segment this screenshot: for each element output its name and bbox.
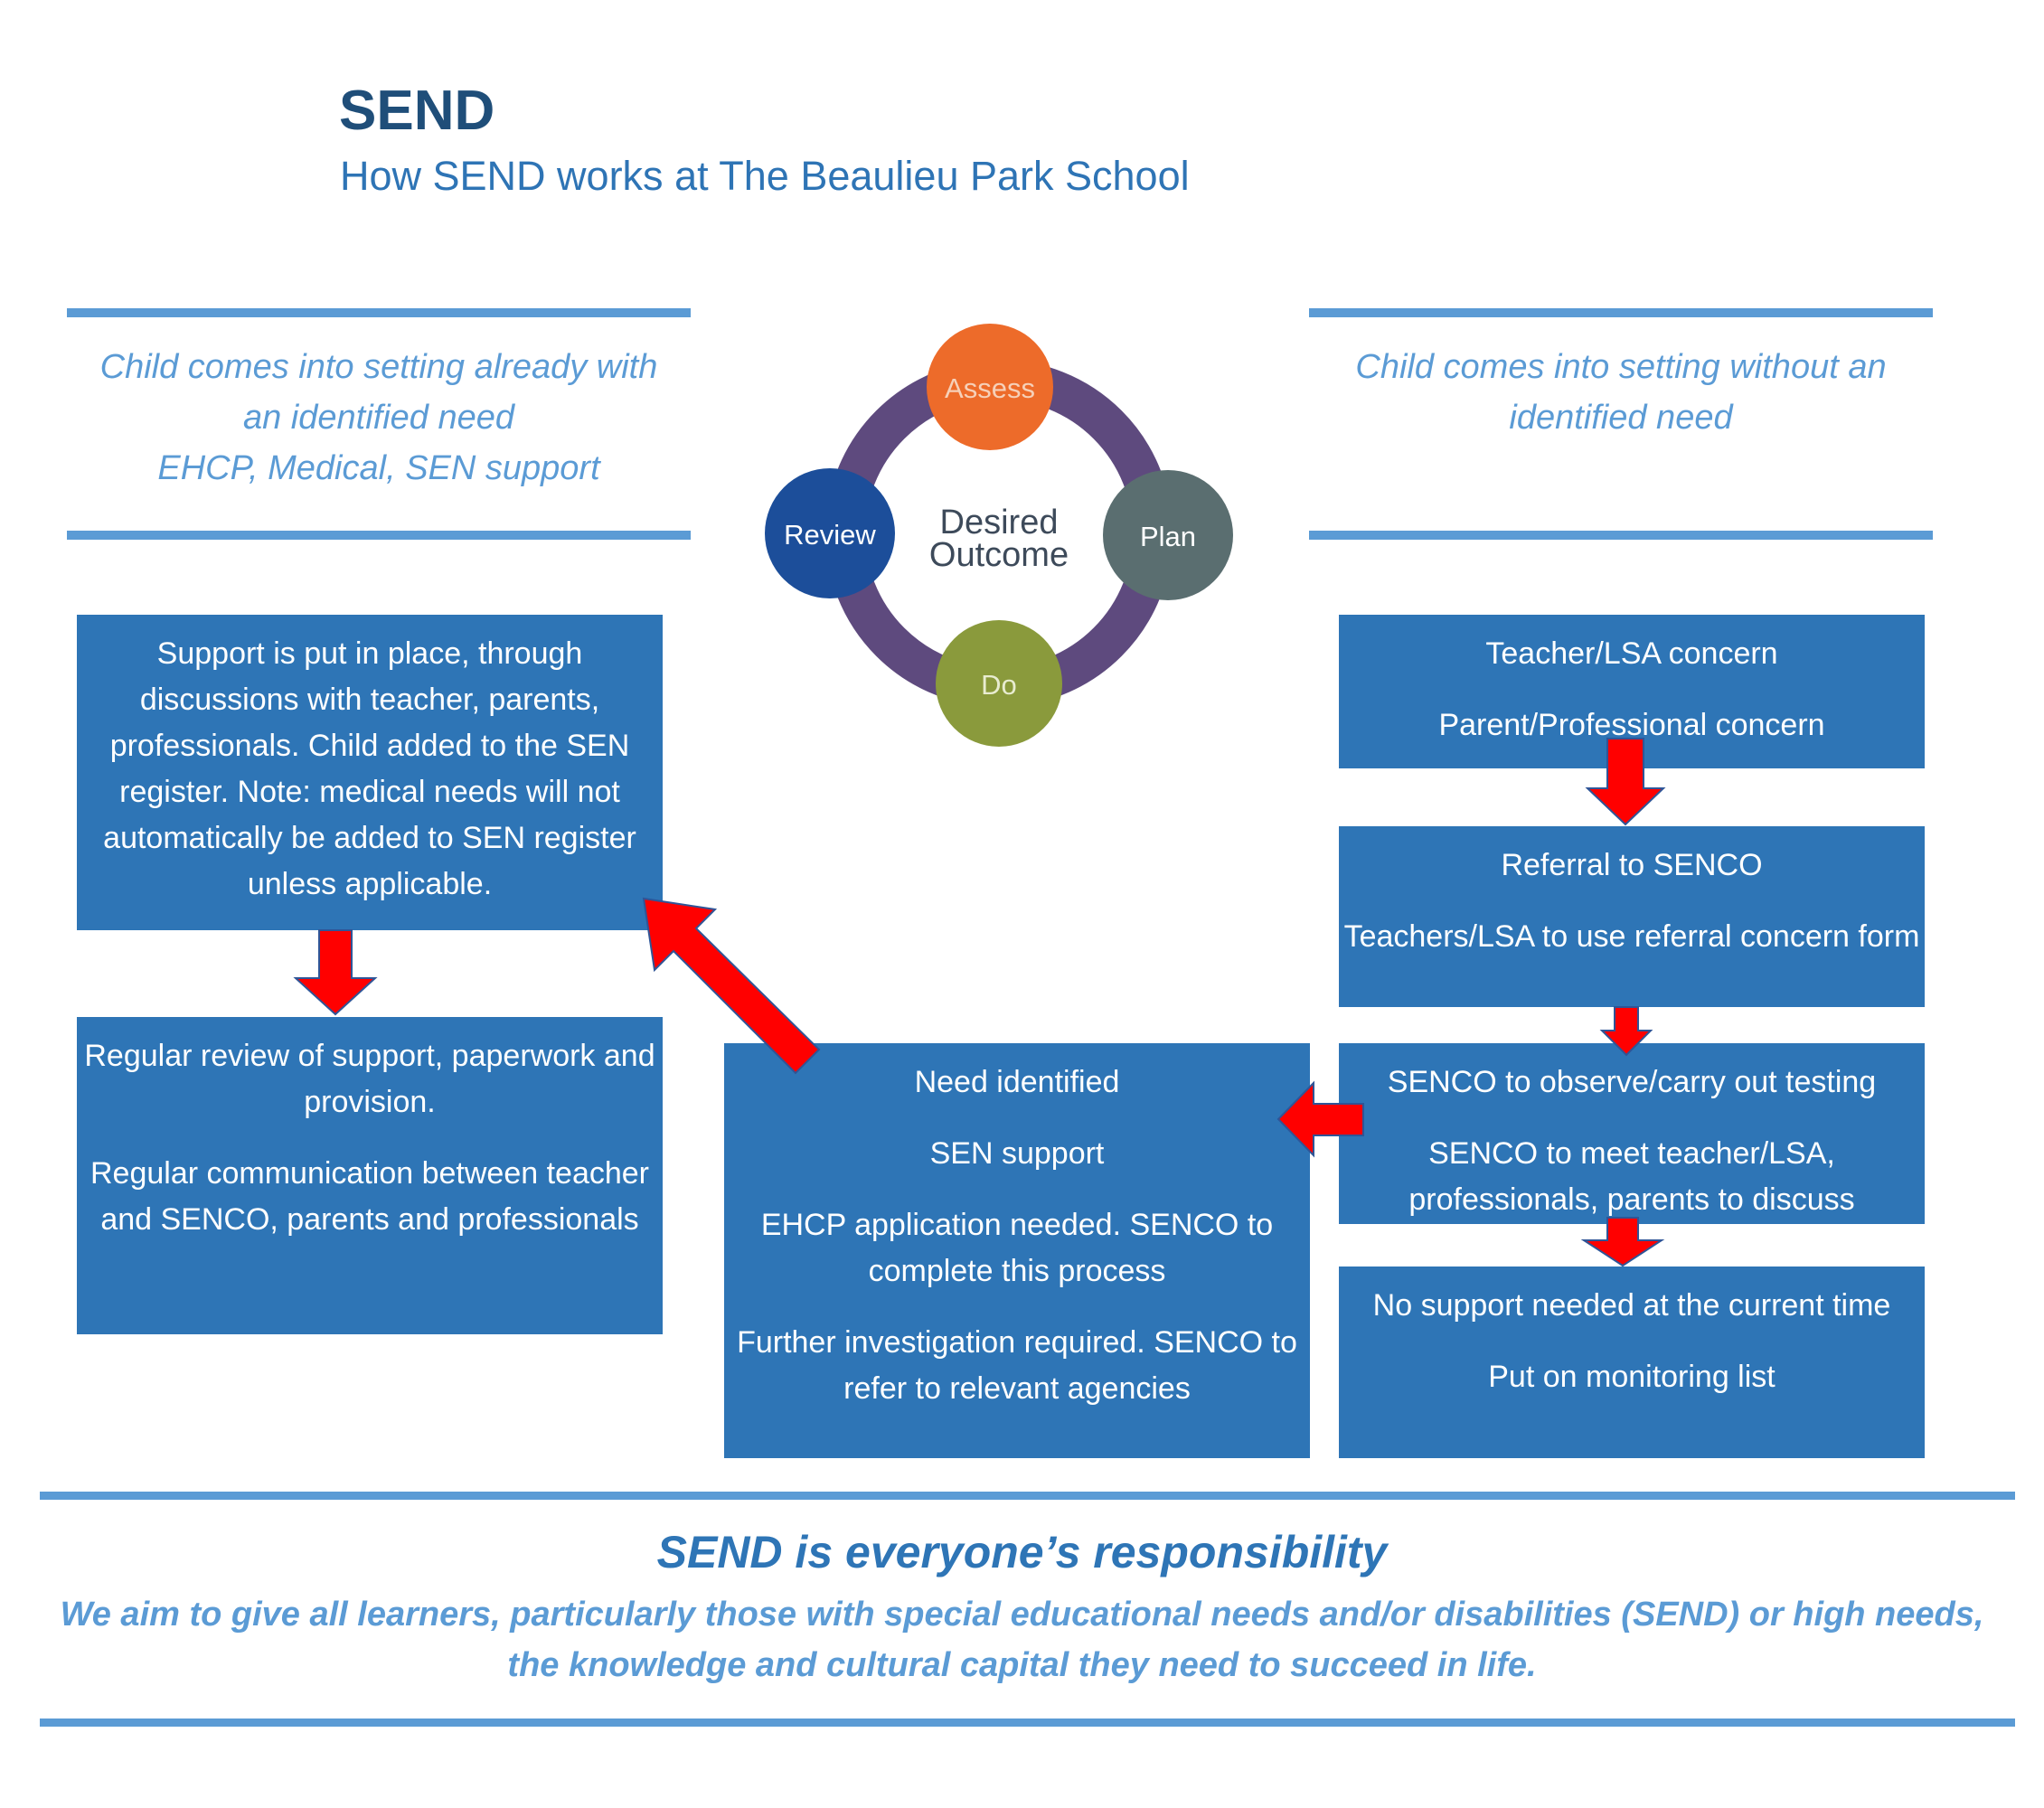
page-subtitle: How SEND works at The Beaulieu Park Scho…: [340, 153, 1190, 199]
support-box: Support is put in place, through discuss…: [77, 615, 663, 930]
review-circle: [765, 468, 895, 598]
review-text-1: Regular review of support, paperwork and…: [84, 1039, 655, 1119]
plan-circle: [1103, 470, 1233, 600]
no-support-text-2: Put on monitoring list: [1488, 1360, 1776, 1394]
senco-box: SENCO to observe/carry out testing SENCO…: [1339, 1043, 1925, 1224]
concern-text-2: Parent/Professional concern: [1438, 708, 1825, 742]
support-text: Support is put in place, through discuss…: [103, 636, 636, 901]
senco-text-2: SENCO to meet teacher/LSA, professionals…: [1408, 1136, 1855, 1217]
need-identified-box: Need identified SEN support EHCP applica…: [724, 1043, 1310, 1458]
footer-heading: SEND is everyone’s responsibility: [656, 1527, 1388, 1577]
plan-label: Plan: [1140, 521, 1196, 552]
footer-bottom-rule: [40, 1719, 2015, 1727]
need-text-1: Need identified: [914, 1065, 1120, 1099]
do-label: Do: [981, 669, 1017, 701]
arrow-down-icon: [1580, 1217, 1665, 1267]
cycle-center-line-1: Desired: [940, 504, 1059, 541]
left-intro: Child comes into setting already with an…: [67, 342, 691, 494]
senco-text-1: SENCO to observe/carry out testing: [1387, 1065, 1877, 1099]
referral-text-1: Referral to SENCO: [1501, 848, 1763, 882]
concern-text-1: Teacher/LSA concern: [1485, 636, 1778, 671]
referral-text-2: Teachers/LSA to use referral concern for…: [1343, 919, 1920, 954]
arrow-down-icon: [293, 929, 378, 1016]
right-intro-line-2: identified need: [1509, 399, 1733, 437]
right-top-rule: [1309, 308, 1933, 317]
left-intro-line-3: EHCP, Medical, SEN support: [157, 449, 600, 487]
left-intro-line-2: an identified need: [242, 399, 515, 437]
concern-box: Teacher/LSA concern Parent/Professional …: [1339, 615, 1925, 768]
left-bottom-rule: [67, 531, 691, 540]
cycle-center-line-2: Outcome: [929, 536, 1069, 574]
review-box: Regular review of support, paperwork and…: [77, 1017, 663, 1334]
left-top-rule: [67, 308, 691, 317]
need-text-3: EHCP application needed. SENCO to comple…: [760, 1208, 1274, 1288]
right-intro: Child comes into setting without an iden…: [1309, 342, 1933, 443]
need-text-2: SEN support: [929, 1136, 1105, 1171]
referral-box: Referral to SENCO Teachers/LSA to use re…: [1339, 826, 1925, 1007]
review-text-2: Regular communication between teacher an…: [89, 1156, 649, 1237]
do-circle: [936, 620, 1062, 747]
need-text-4: Further investigation required. SENCO to…: [737, 1325, 1297, 1406]
cycle-ring: [825, 360, 1173, 707]
footer-top-rule: [40, 1492, 2015, 1500]
assess-circle: [927, 324, 1053, 450]
no-support-box: No support needed at the current time Pu…: [1339, 1267, 1925, 1458]
no-support-text-1: No support needed at the current time: [1372, 1288, 1891, 1323]
footer-body: We aim to give all learners, particularl…: [60, 1596, 1984, 1684]
page-title: SEND: [339, 80, 495, 142]
assess-label: Assess: [945, 372, 1035, 404]
left-intro-line-1: Child comes into setting already with: [99, 348, 658, 386]
review-label: Review: [784, 519, 876, 551]
right-bottom-rule: [1309, 531, 1933, 540]
right-intro-line-1: Child comes into setting without an: [1355, 348, 1887, 386]
